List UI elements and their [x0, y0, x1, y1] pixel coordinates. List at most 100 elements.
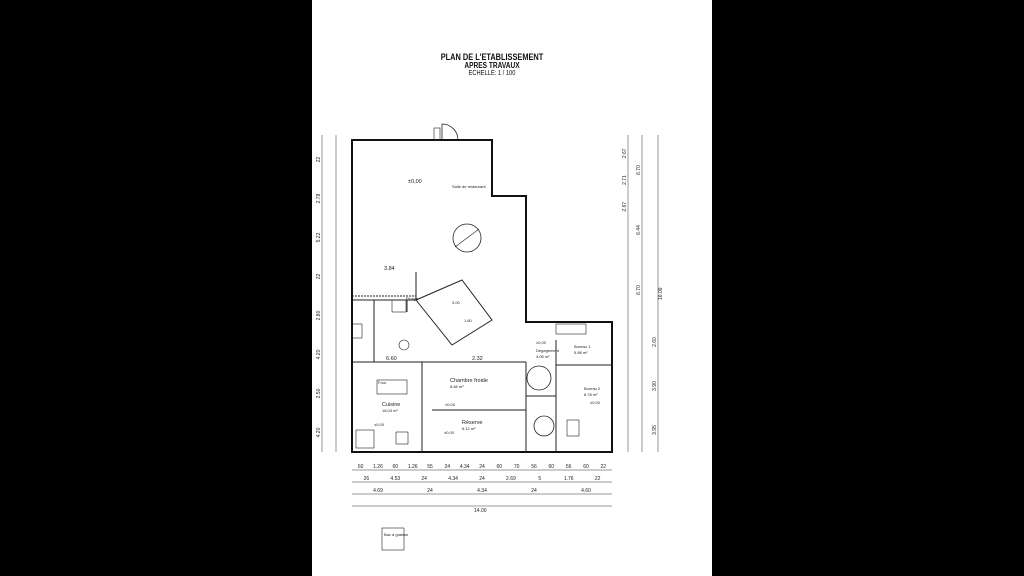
dimension-value: 4.34 — [460, 464, 470, 470]
turning-circle-kitchen — [398, 339, 410, 351]
dimension-value: 22 — [601, 464, 607, 470]
dimension-value: 4.34 — [448, 476, 458, 482]
outer-walls — [351, 139, 613, 453]
level-reserve: ±0,00 — [444, 430, 455, 435]
bottom-dimension-lines — [352, 469, 612, 507]
dimension-value: 4.34 — [477, 488, 487, 494]
level-bureau2: ±0,00 — [590, 400, 601, 405]
right-dimension-c: 2.603.903.95 — [652, 337, 658, 435]
left-dimension-lines — [321, 135, 337, 452]
room-chambre-froide: Chambre froide — [450, 378, 488, 384]
four-oven-icon — [376, 379, 408, 395]
level-restaurant: ±0,00 — [408, 179, 422, 185]
right-dimension-a: 2.67 2.71 2.67 — [622, 148, 628, 211]
dimension-value: 1.26 — [373, 464, 383, 470]
dimension-value: 2.71 — [622, 175, 628, 185]
entrance-marker — [433, 127, 441, 141]
room-bureau2: Bureau 2 — [584, 386, 601, 391]
room-bureau1: Bureau 1 — [574, 344, 591, 349]
turning-circle-restaurant — [452, 223, 482, 253]
entrance-door-icon — [441, 123, 459, 141]
right-dimension-b: 6.706.446.70 — [636, 165, 642, 295]
margin-mark: . — [548, 12, 549, 15]
dimension-value: 4.60 — [581, 488, 591, 494]
dimension-value: 60 — [358, 464, 364, 470]
dimension-value: 2.67 — [622, 202, 628, 212]
plan-title: PLAN DE L'ETABLISSEMENT — [440, 52, 544, 62]
room-salle-restaurant: Salle de restaurant — [452, 184, 486, 189]
fixture-icon — [395, 431, 409, 445]
dimension-value: 22 — [316, 157, 322, 163]
dim-660: 6.60 — [386, 356, 397, 362]
bac-a-graisse-box — [381, 527, 405, 551]
turning-circle-wc — [533, 415, 555, 437]
dimension-value: 26 — [364, 476, 370, 482]
dim-232: 2.32 — [472, 356, 483, 362]
wc-icon — [566, 419, 580, 437]
dimension-total-width: 14.00 — [474, 508, 487, 514]
dimension-value: 55 — [427, 464, 433, 470]
dimension-value: 2.60 — [652, 337, 658, 347]
dimension-value: 1.26 — [408, 464, 418, 470]
dimension-row-3: 4.69 24 4.34 24 4.60 — [373, 488, 591, 494]
area-reserve: 6.12 m² — [462, 426, 476, 431]
dimension-value: 4.53 — [390, 476, 400, 482]
area-bureau1: 5.88 m² — [574, 350, 588, 355]
margin-mark: . — [697, 205, 698, 208]
left-dimension-values: 22 2.78 5.22 22 2.80 4.20 2.50 4.20 — [316, 157, 322, 438]
dimension-value: 4.69 — [373, 488, 383, 494]
dimension-value: 24 — [427, 488, 433, 494]
dimension-value: 5 — [538, 476, 541, 482]
dimension-value: 5.22 — [316, 232, 322, 242]
label-four: Four — [378, 380, 387, 385]
fixture-icon — [351, 323, 363, 339]
level-chambre: ±0,00 — [445, 402, 456, 407]
room-degagement: Dégagement — [536, 348, 560, 353]
dimension-value: 1.76 — [564, 476, 574, 482]
dimension-total-height: 16.09 — [658, 287, 664, 300]
dimension-value: 2.69 — [506, 476, 516, 482]
dimension-value: 3.95 — [652, 425, 658, 435]
room-reserve: Réserve — [462, 420, 482, 426]
dimension-value: 24 — [421, 476, 427, 482]
dimension-value: 4.20 — [316, 427, 322, 437]
right-dimension-lines — [627, 135, 659, 452]
level-cuisine: ±0,00 — [374, 422, 385, 427]
dimension-value: 70 — [514, 464, 520, 470]
door-marker — [555, 323, 587, 335]
dim-hall: 3.84 — [384, 266, 395, 272]
dimension-value: 2.67 — [622, 148, 628, 158]
dimension-value: 24 — [479, 476, 485, 482]
dimension-value: 56 — [531, 464, 537, 470]
label-plonge: Plonge — [406, 296, 419, 301]
level-degagement: ±0,00 — [536, 340, 547, 345]
dimension-value: 24 — [479, 464, 485, 470]
dimension-row-2: 26 4.53 24 4.34 24 2.69 5 1.76 22 — [364, 476, 601, 482]
dimension-value: 60 — [549, 464, 555, 470]
dimension-value: 6.44 — [636, 225, 642, 235]
drawing-sheet: PLAN DE L'ETABLISSEMENT APRES TRAVAUX EC… — [312, 0, 712, 576]
dimension-value: 6.70 — [636, 285, 642, 295]
dimension-value: 60 — [583, 464, 589, 470]
area-degagement: 4.05 m² — [536, 354, 550, 359]
dimension-value: 56 — [566, 464, 572, 470]
dimension-value: 22 — [316, 274, 322, 280]
turning-circle-corridor — [526, 365, 552, 391]
dimension-value: 4.20 — [316, 349, 322, 359]
dimension-value: 24 — [531, 488, 537, 494]
dimension-value: 2.50 — [316, 388, 322, 398]
dimension-value: 60 — [497, 464, 503, 470]
bac-a-graisse-label: Bac à graisse — [384, 532, 409, 537]
dimension-value: 22 — [595, 476, 601, 482]
area-chambre-froide: 8.66 m² — [450, 384, 464, 389]
dimension-value: 2.80 — [316, 310, 322, 320]
plonge-fixture — [391, 299, 407, 313]
room-cuisine: Cuisine — [382, 402, 400, 408]
plan-subtitle: APRES TRAVAUX — [464, 61, 520, 70]
area-cuisine: 16.03 m² — [382, 408, 398, 413]
dimension-value: 2.78 — [316, 193, 322, 203]
dim-160: 1.60 — [464, 318, 473, 323]
sink-icon — [355, 429, 375, 449]
floor-plan: . . . — [316, 12, 698, 551]
